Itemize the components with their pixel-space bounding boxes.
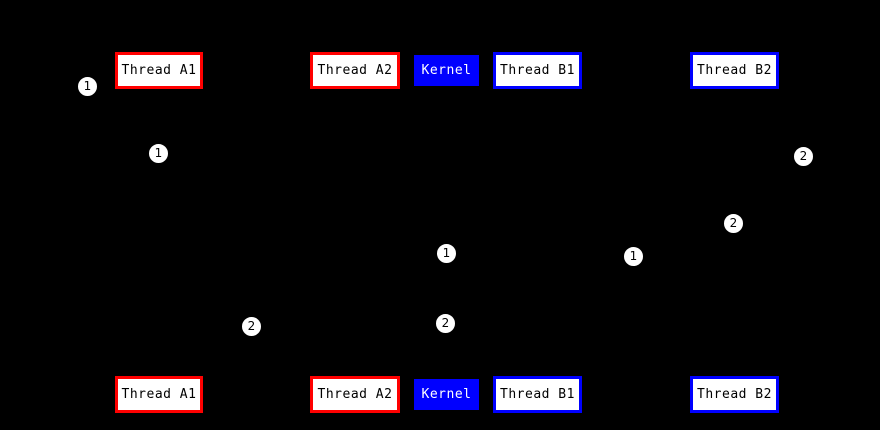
lifeline-thread-b1 <box>537 89 538 376</box>
step-badge: 2 <box>241 316 262 337</box>
participant-box-thread-b1[interactable]: Thread B1 <box>493 376 582 413</box>
participant-label: Thread B2 <box>697 387 772 402</box>
message-arrow <box>158 154 446 255</box>
participant-box-thread-a1[interactable]: Thread A1 <box>115 376 203 413</box>
participant-label: Thread A2 <box>317 387 393 402</box>
step-badge: 2 <box>723 213 744 234</box>
participant-box-thread-b2[interactable]: Thread B2 <box>690 376 779 413</box>
participant-label: Thread B1 <box>500 63 575 78</box>
step-badge: 1 <box>148 143 169 164</box>
step-badge: 2 <box>793 146 814 167</box>
message-arrow <box>445 254 634 258</box>
participant-label: Thread A1 <box>121 63 197 78</box>
message-arrow <box>445 223 734 324</box>
step-badge: 1 <box>77 76 98 97</box>
participant-box-kernel[interactable]: Kernel <box>414 379 479 410</box>
participant-box-thread-b1[interactable]: Thread B1 <box>493 52 582 89</box>
participant-box-thread-a1[interactable]: Thread A1 <box>115 52 203 89</box>
message-arrow <box>251 323 446 327</box>
message-arrow <box>733 156 804 224</box>
participant-box-thread-a2[interactable]: Thread A2 <box>310 52 400 89</box>
participant-label: Thread A2 <box>317 63 393 78</box>
participant-box-thread-b2[interactable]: Thread B2 <box>690 52 779 89</box>
participant-box-thread-a2[interactable]: Thread A2 <box>310 376 400 413</box>
participant-label: Thread B2 <box>697 63 772 78</box>
participant-label: Kernel <box>421 387 472 402</box>
participant-label: Thread B1 <box>500 387 575 402</box>
lifeline-thread-a2 <box>355 89 356 376</box>
participant-label: Thread A1 <box>121 387 197 402</box>
lifeline-kernel <box>446 86 447 379</box>
step-badge: 1 <box>623 246 644 267</box>
step-badge: 1 <box>436 243 457 264</box>
participant-label: Kernel <box>421 63 472 78</box>
message-arrow <box>87 87 159 155</box>
lifeline-thread-a1 <box>159 89 160 376</box>
step-badge: 2 <box>435 313 456 334</box>
participant-box-kernel[interactable]: Kernel <box>414 55 479 86</box>
